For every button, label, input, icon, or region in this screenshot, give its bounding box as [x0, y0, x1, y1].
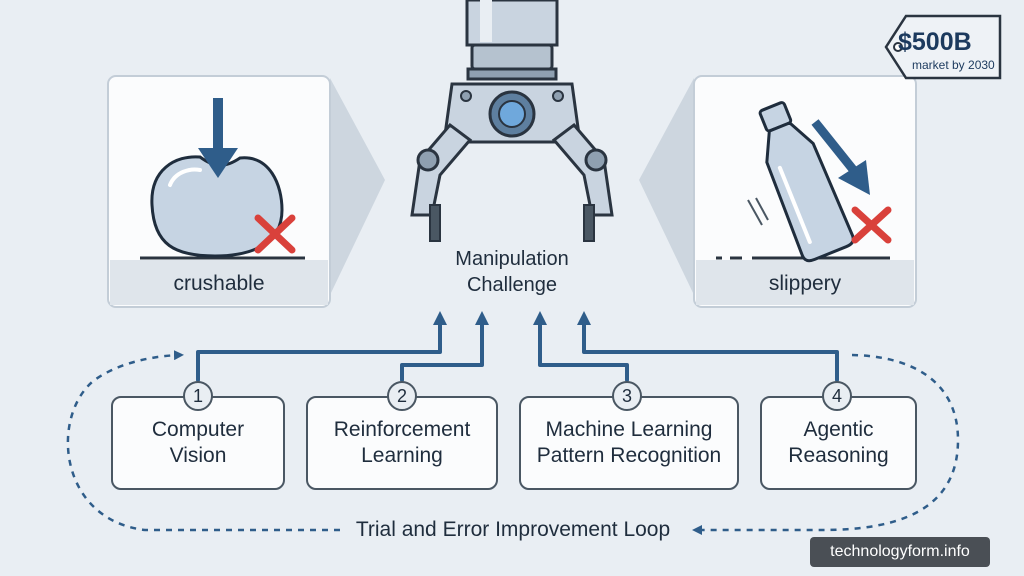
step4-connector	[577, 311, 839, 382]
loop-left-path	[66, 350, 340, 532]
right-panel-pointer	[639, 78, 694, 295]
crushable-label: crushable	[173, 272, 265, 295]
step4-number-badge: 4	[822, 381, 852, 411]
loop-label: Trial and Error Improvement Loop	[355, 518, 671, 541]
center-title: Manipulation Challenge	[412, 246, 612, 298]
step2-number-badge: 2	[387, 381, 417, 411]
step1-connector	[196, 311, 447, 382]
slippery-bottle-icon	[758, 101, 855, 263]
step3-line2: Pattern Recognition	[536, 444, 722, 467]
watermark: technologyform.info	[810, 537, 990, 567]
step2-connector	[400, 311, 489, 382]
center-title-line1: Manipulation	[455, 248, 569, 270]
robot-gripper-icon	[410, 0, 614, 242]
step4-line1: Agentic	[803, 418, 874, 441]
slippery-panel	[693, 75, 917, 308]
center-title-line2: Challenge	[466, 274, 558, 296]
step3-line1: Machine Learning	[545, 418, 713, 441]
price-tag-caption: market by 2030	[912, 58, 995, 72]
crushable-x-icon	[254, 214, 296, 254]
price-tag-icon	[884, 14, 1002, 80]
step2-line2: Learning	[361, 444, 443, 467]
slippery-x-icon	[851, 206, 892, 244]
step1-line2: Vision	[169, 444, 227, 467]
slide-arrow-icon	[811, 119, 859, 175]
step3-connector	[533, 311, 629, 382]
step1-number-badge: 1	[183, 381, 213, 411]
step2-line1: Reinforcement	[333, 418, 471, 441]
step3-number-badge: 3	[612, 381, 642, 411]
slippery-label: slippery	[768, 272, 842, 295]
step1-line1: Computer	[151, 418, 245, 441]
price-tag-value: $500B	[898, 28, 972, 56]
left-panel-pointer	[330, 78, 385, 295]
crushable-panel	[107, 75, 331, 308]
crushable-object-icon	[150, 155, 284, 258]
step4-line2: Reasoning	[788, 444, 889, 467]
